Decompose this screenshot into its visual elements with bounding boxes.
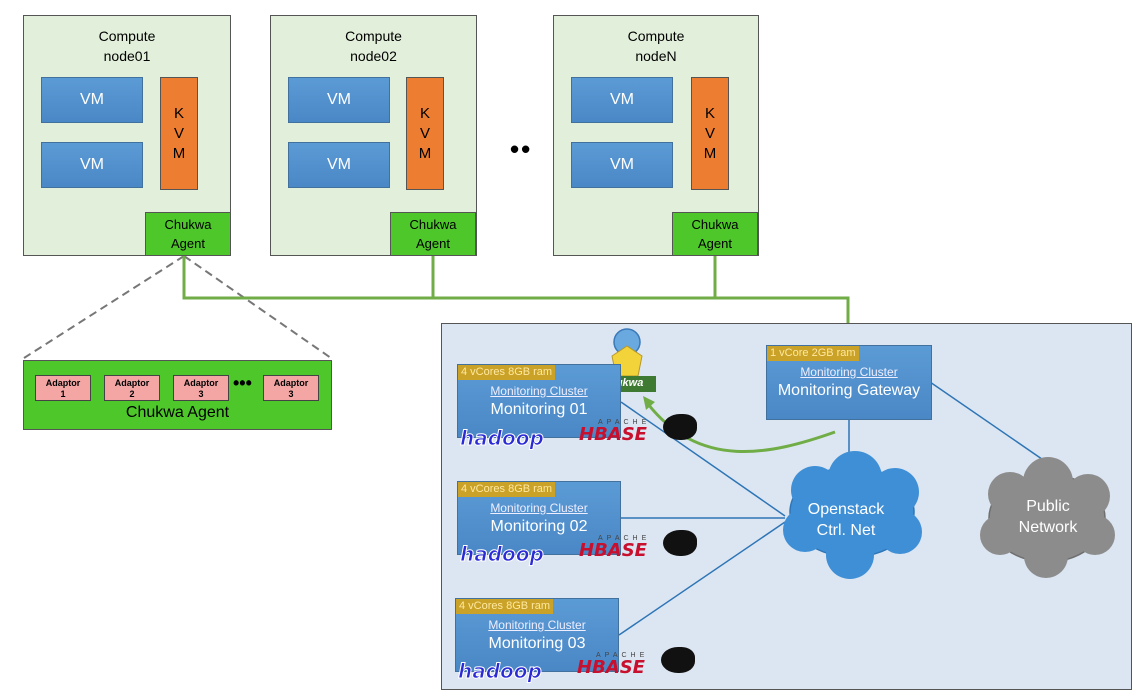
vm-box: VM — [571, 142, 673, 188]
cluster-subtitle: Monitoring Cluster — [490, 384, 588, 398]
adaptor-ellipsis: ••• — [233, 373, 252, 393]
adaptor-box: Adaptor 2 — [104, 375, 160, 401]
public-network-label: Public Network — [1018, 498, 1078, 536]
hbase-apache-label: APACHE — [598, 419, 651, 426]
hbase-logo-icon: HBASE — [577, 657, 645, 678]
net-link-mon01 — [620, 401, 786, 517]
public-network-cloud-icon — [980, 457, 1115, 578]
compute-node-title: Compute node01 — [98, 28, 156, 64]
hbase-orca-icon — [663, 414, 697, 440]
spec-label: 4 vCores 8GB ram — [458, 365, 556, 380]
kvm-letter: V — [704, 124, 715, 142]
kvm-letter: M — [418, 144, 432, 162]
openstack-net-label: Openstack Ctrl. Net — [807, 501, 885, 539]
cluster-subtitle: Monitoring Cluster — [488, 618, 586, 632]
gateway-name: Monitoring Gateway — [777, 382, 921, 399]
compute-node-title: Compute node02 — [345, 28, 402, 64]
vm-box: VM — [571, 77, 673, 123]
vm-box: VM — [41, 77, 143, 123]
adaptor-box: Adaptor 3 — [173, 375, 229, 401]
zoom-line-left — [23, 255, 185, 359]
vm-box: VM — [288, 142, 390, 188]
adaptor-box: Adaptor 3 — [263, 375, 319, 401]
kvm-box: K V M — [160, 77, 198, 190]
hbase-apache-label: APACHE — [596, 652, 649, 659]
chukwa-agent-box: Chukwa Agent — [390, 212, 476, 256]
collector-arrowhead — [643, 396, 655, 410]
chukwa-agent-detail: Adaptor 1 Adaptor 2 Adaptor 3 ••• Adapto… — [23, 360, 332, 430]
hbase-logo-icon: HBASE — [579, 540, 647, 561]
vm-box: VM — [41, 142, 143, 188]
kvm-box: K V M — [406, 77, 444, 190]
spec-label: 4 vCores 8GB ram — [458, 482, 556, 497]
hbase-orca-icon — [663, 530, 697, 556]
compute-node-title: Compute nodeN — [627, 28, 685, 64]
monitoring-node-01: 4 vCores 8GB ram Monitoring Cluster Moni… — [457, 364, 621, 438]
net-link-mon03 — [618, 521, 786, 636]
kvm-letter: V — [173, 124, 184, 142]
hbase-apache-label: APACHE — [598, 535, 651, 542]
agent-link-node01 — [182, 256, 850, 343]
monitoring-node-name: Monitoring 03 — [488, 635, 586, 652]
more-nodes-ellipsis: •• — [510, 134, 533, 164]
hbase-logo-icon: HBASE — [579, 424, 647, 445]
compute-node-01: Compute node01 VM VM K V M Chukwa Agent — [23, 15, 231, 256]
monitoring-gateway: 1 vCore 2GB ram Monitoring Cluster Monit… — [766, 345, 932, 420]
kvm-letter: M — [172, 144, 186, 162]
monitoring-node-name: Monitoring 01 — [490, 401, 588, 418]
compute-node-n: Compute nodeN VM VM K V M Chukwa Agent — [553, 15, 759, 256]
hadoop-logo-icon: hadoop — [460, 542, 545, 567]
kvm-letter: K — [419, 104, 430, 122]
chukwa-agent-box: Chukwa Agent — [145, 212, 231, 256]
spec-label: 1 vCore 2GB ram — [767, 346, 859, 361]
agent-detail-label: Chukwa Agent — [125, 404, 230, 421]
zoom-line-right — [183, 255, 332, 359]
adaptor-box: Adaptor 1 — [35, 375, 91, 401]
chukwa-agent-box: Chukwa Agent — [672, 212, 758, 256]
kvm-letter: K — [704, 104, 715, 122]
vm-box: VM — [288, 77, 390, 123]
hadoop-logo-icon: hadoop — [458, 659, 543, 684]
kvm-letter: V — [419, 124, 430, 142]
spec-label: 4 vCores 8GB ram — [456, 599, 554, 614]
hadoop-logo-icon: hadoop — [460, 426, 545, 451]
monitoring-node-03: 4 vCores 8GB ram Monitoring Cluster Moni… — [455, 598, 619, 672]
kvm-letter: K — [173, 104, 184, 122]
compute-node-02: Compute node02 VM VM K V M Chukwa Agent — [270, 15, 477, 256]
cluster-subtitle: Monitoring Cluster — [490, 501, 588, 515]
monitoring-node-name: Monitoring 02 — [490, 518, 588, 535]
monitoring-node-02: 4 vCores 8GB ram Monitoring Cluster Moni… — [457, 481, 621, 555]
cluster-subtitle: Monitoring Cluster — [800, 365, 898, 379]
openstack-cloud-icon — [783, 451, 922, 579]
hbase-orca-icon — [661, 647, 695, 673]
net-link-public — [929, 381, 1053, 467]
kvm-letter: M — [703, 144, 717, 162]
kvm-box: K V M — [691, 77, 729, 190]
